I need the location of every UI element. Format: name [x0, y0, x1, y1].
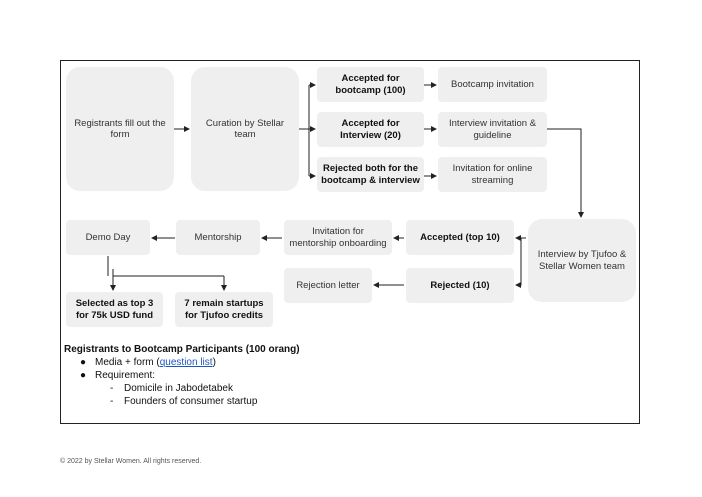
node-rejected10: Rejected (10) [406, 268, 514, 303]
notes-title: Registrants to Bootcamp Participants (10… [64, 344, 300, 355]
bullet-icon: ● [80, 357, 87, 368]
node-mentorship: Mentorship [176, 220, 260, 255]
media-suffix: ) [212, 357, 216, 368]
requirement-item: - Founders of consumer startup [64, 395, 300, 408]
requirement-item: - Domicile in Jabodetabek [64, 382, 300, 395]
node-accepted-top10-label: Accepted (top 10) [420, 231, 500, 243]
requirement-label: Requirement: [95, 370, 156, 381]
node-bootcamp-invitation: Bootcamp invitation [438, 67, 547, 102]
node-rejected-both: Rejected both for the bootcamp & intervi… [317, 157, 424, 192]
node-invitation-online-label: Invitation for online streaming [452, 163, 533, 186]
node-rejection-letter: Rejection letter [284, 268, 372, 303]
dash-icon: - [110, 396, 114, 407]
node-accepted-bootcamp-label: Accepted for bootcamp (100) [335, 73, 406, 96]
node-selected-top3-label: Selected as top 3 for 75k USD fund [75, 298, 154, 321]
node-interview-invitation-label: Interview invitation & guideline [448, 118, 537, 141]
node-remain7: 7 remain startups for Tjufoo credits [175, 292, 273, 327]
node-accepted-interview: Accepted for Interview (20) [317, 112, 424, 147]
node-interview-invitation: Interview invitation & guideline [438, 112, 547, 147]
node-invitation-online: Invitation for online streaming [438, 157, 547, 192]
node-curation: Curation by Stellar team [191, 67, 299, 191]
media-prefix: Media + form ( [95, 357, 160, 368]
node-demo-day-label: Demo Day [85, 231, 131, 243]
node-rejected10-label: Rejected (10) [430, 279, 490, 291]
node-bootcamp-invitation-label: Bootcamp invitation [451, 78, 534, 90]
node-registrants-label: Registrants fill out the form [74, 117, 166, 141]
requirement-domicile: Domicile in Jabodetabek [124, 383, 233, 394]
node-interview-tjufoo-label: Interview by Tjufoo & Stellar Women team [537, 249, 627, 272]
arrow-invitation-to-interview [547, 128, 584, 218]
branch-interview-results [515, 237, 526, 288]
node-rejection-letter-label: Rejection letter [296, 279, 360, 291]
node-mentorship-invitation: Invitation for mentorship onboarding [284, 220, 392, 255]
node-curation-label: Curation by Stellar team [205, 117, 285, 141]
requirement-founders: Founders of consumer startup [124, 396, 258, 407]
node-rejected-both-label: Rejected both for the bootcamp & intervi… [321, 163, 420, 186]
node-demo-day: Demo Day [66, 220, 150, 255]
node-registrants: Registrants fill out the form [66, 67, 174, 191]
notes-item-media: ● Media + form (question list) [64, 356, 300, 369]
node-mentorship-invitation-label: Invitation for mentorship onboarding [289, 226, 387, 249]
node-interview-tjufoo: Interview by Tjufoo & Stellar Women team [528, 219, 636, 302]
question-list-link[interactable]: question list [159, 357, 213, 368]
node-accepted-bootcamp: Accepted for bootcamp (100) [317, 67, 424, 102]
node-selected-top3: Selected as top 3 for 75k USD fund [66, 292, 163, 327]
notes-item-requirement: ● Requirement: [64, 369, 300, 382]
bullet-icon: ● [80, 370, 87, 381]
copyright-footer: © 2022 by Stellar Women. All rights rese… [60, 458, 202, 465]
node-accepted-top10: Accepted (top 10) [406, 220, 514, 255]
node-accepted-interview-label: Accepted for Interview (20) [340, 118, 401, 141]
diagram-frame [60, 60, 640, 424]
dash-icon: - [110, 383, 114, 394]
node-mentorship-label: Mentorship [194, 231, 242, 243]
node-remain7-label: 7 remain startups for Tjufoo credits [184, 298, 264, 321]
notes-section: Registrants to Bootcamp Participants (10… [64, 343, 300, 408]
